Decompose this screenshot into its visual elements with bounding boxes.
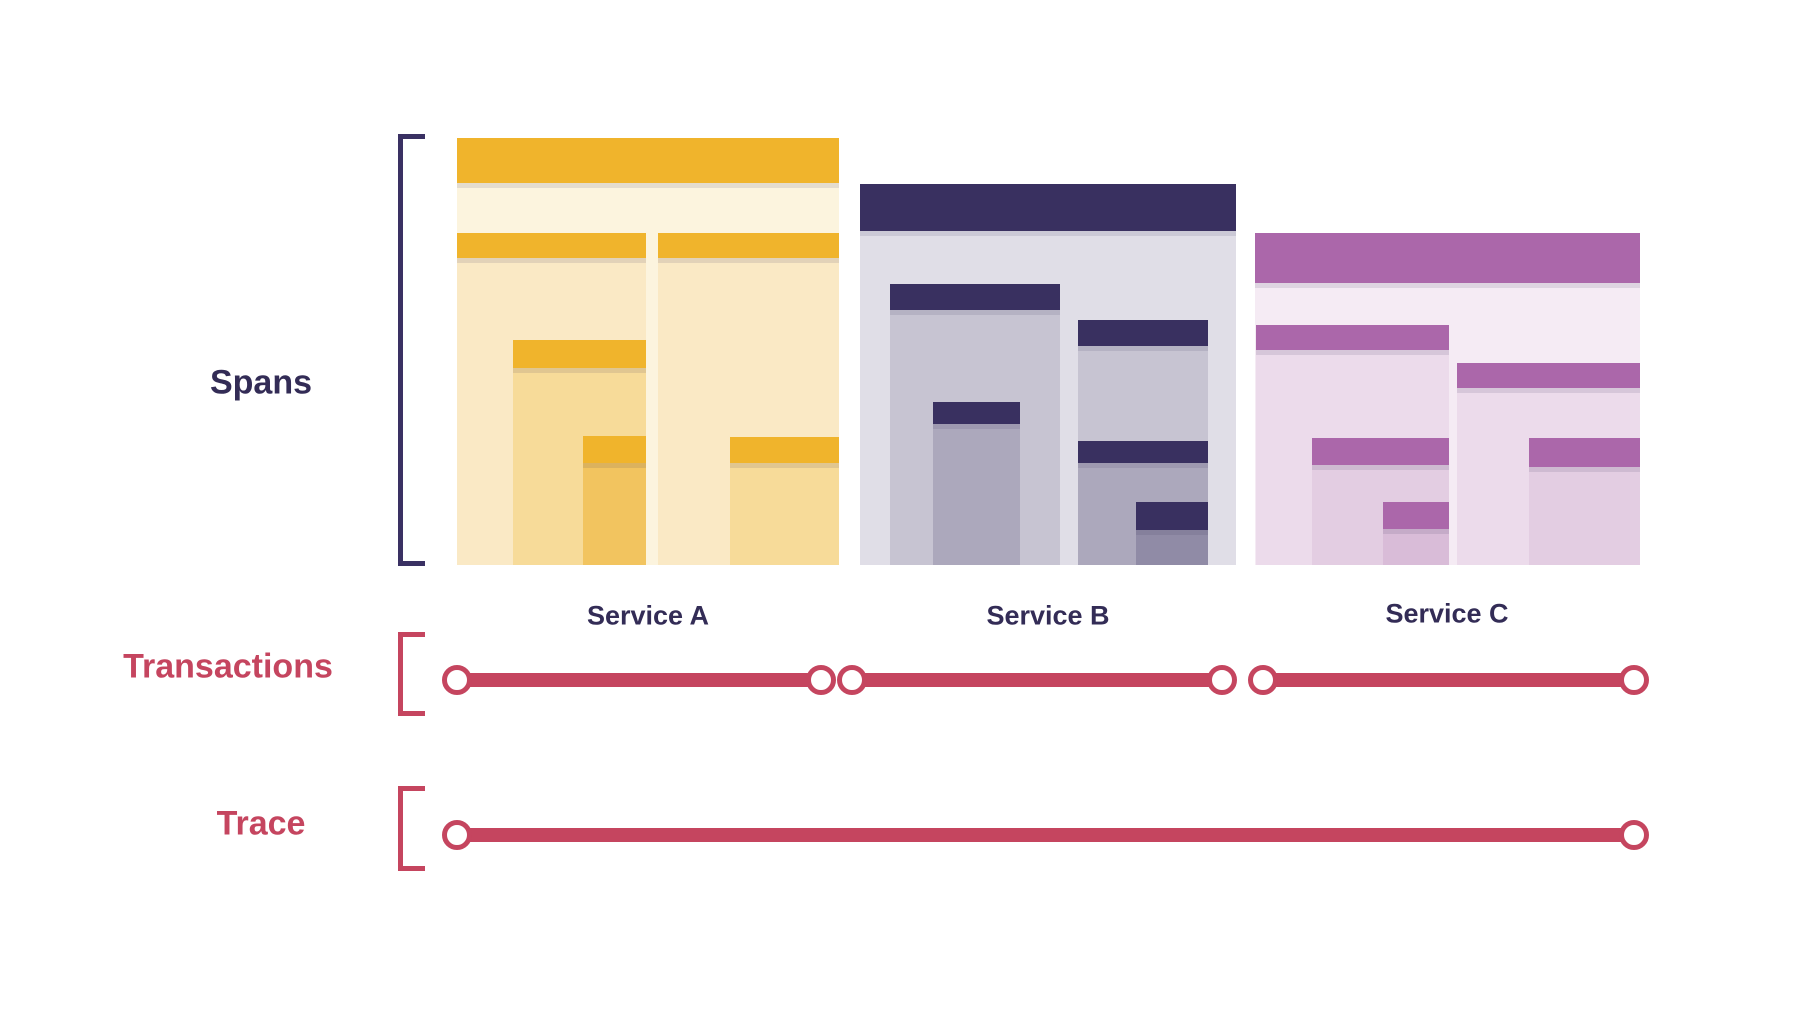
transaction-endpoint-circle [1619,665,1649,695]
spans-bracket [398,134,425,566]
span-header-bar [890,284,1060,310]
span-header-bar [583,436,646,463]
span-header-bar [1078,441,1208,463]
span-body [583,463,646,565]
span-header-bar [1255,233,1640,283]
span-header-bar [1529,438,1640,467]
transaction-endpoint-circle [806,665,836,695]
service-a-label: Service A [586,600,710,631]
trace-bracket [398,786,425,871]
trace-endpoint-circle [442,820,472,850]
span-block [1136,502,1208,565]
span-block [1529,438,1640,565]
span-header-bar [1383,502,1449,529]
spans-label: Spans [209,363,313,402]
span-block [730,437,839,565]
trace-endpoint-circle [1619,820,1649,850]
span-header-bar [658,233,839,258]
span-header-bar [1256,325,1449,350]
transactions-label: Transactions [123,647,333,686]
trace-segment [457,828,1634,842]
span-body [1529,467,1640,565]
service-c-label: Service C [1385,598,1509,629]
span-header-bar [513,340,646,368]
span-header-bar [457,138,839,183]
transactions-bracket [398,632,425,716]
transaction-segment [1263,673,1634,687]
span-header-bar [1078,320,1208,346]
span-block [933,402,1020,565]
span-block [583,436,646,565]
span-header-bar [933,402,1020,424]
span-block [1383,502,1449,565]
span-header-bar [1136,502,1208,530]
transaction-endpoint-circle [442,665,472,695]
transaction-segment [852,673,1222,687]
transaction-segment [457,673,821,687]
span-body [1136,530,1208,565]
span-header-bar [1457,363,1640,388]
span-body [730,463,839,565]
span-header-bar [730,437,839,463]
transaction-endpoint-circle [1207,665,1237,695]
span-body [933,424,1020,565]
service-b-label: Service B [986,600,1110,631]
span-body [1383,529,1449,565]
trace-label: Trace [216,804,306,843]
transaction-endpoint-circle [837,665,867,695]
transaction-endpoint-circle [1248,665,1278,695]
span-header-bar [860,184,1236,231]
span-header-bar [1312,438,1449,465]
span-header-bar [457,233,646,258]
